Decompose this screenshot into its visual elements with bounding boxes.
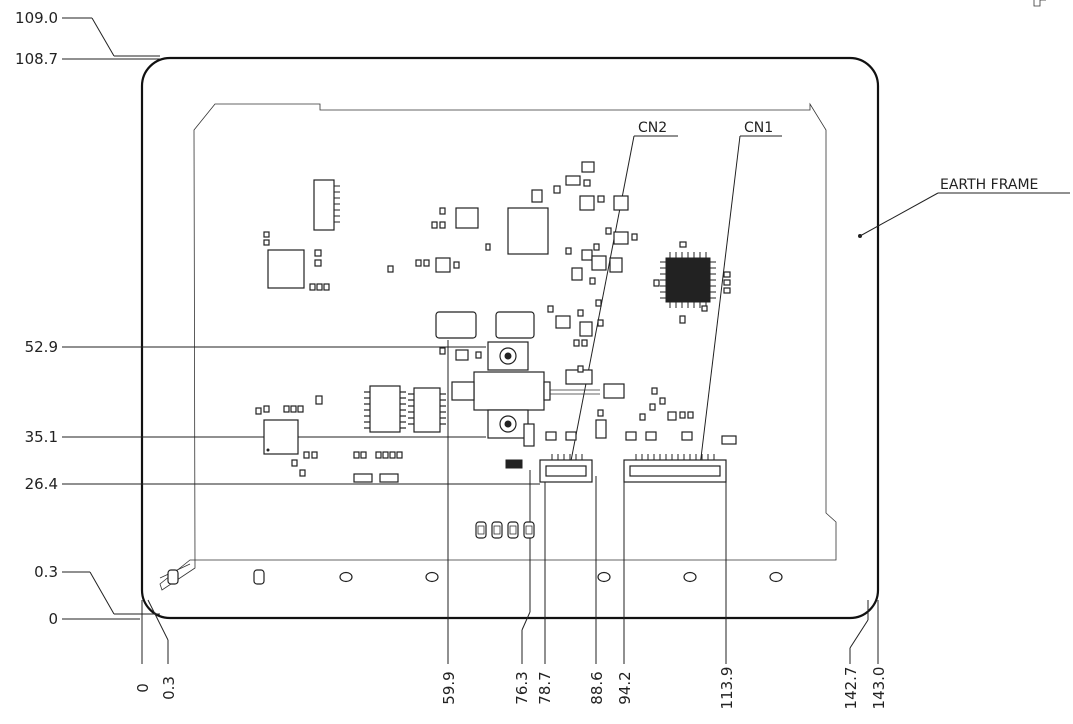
- dim-108-7: 108.7: [15, 50, 58, 68]
- earth-frame-label: EARTH FRAME: [940, 177, 1038, 193]
- callout-earth-frame: EARTH FRAME: [858, 177, 1070, 238]
- pcb-components: [167, 161, 783, 585]
- dim-x-0-3: 0.3: [160, 676, 178, 700]
- dim-0: 0: [48, 610, 58, 628]
- bottom-dimension-leaders: [141, 340, 879, 664]
- dim-x-113-9: 113.9: [718, 667, 736, 710]
- left-dimension-leaders: [62, 17, 540, 620]
- dim-x-0: 0: [134, 683, 152, 693]
- board-outline: [140, 56, 880, 620]
- dim-109-0: 109.0: [15, 9, 58, 27]
- dim-x-142-7: 142.7: [842, 667, 860, 710]
- dim-x-59-9: 59.9: [440, 671, 458, 704]
- callout-cn2: CN2: [568, 120, 678, 468]
- dim-x-78-7: 78.7: [536, 671, 554, 704]
- dim-x-94-2: 94.2: [616, 671, 634, 704]
- callout-cn2-label: CN2: [638, 120, 667, 136]
- callout-cn1-label: CN1: [744, 120, 773, 136]
- callout-cn1: CN1: [698, 120, 782, 468]
- dim-x-143-0: 143.0: [870, 667, 888, 710]
- dim-0-3: 0.3: [34, 563, 58, 581]
- dim-x-88-6: 88.6: [588, 671, 606, 704]
- dim-26-4: 26.4: [25, 475, 58, 493]
- earth-frame-outline: [159, 102, 837, 591]
- dim-52-9: 52.9: [25, 338, 58, 356]
- dim-35-1: 35.1: [25, 428, 58, 446]
- dim-x-76-3: 76.3: [513, 671, 531, 704]
